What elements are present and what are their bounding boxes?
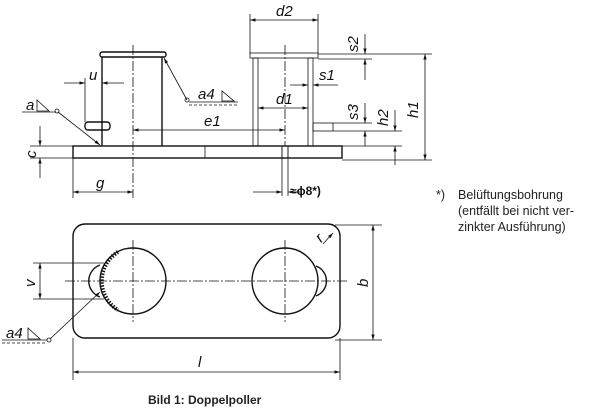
label-r: r [312, 230, 328, 246]
label-g: g [96, 175, 105, 192]
label-s1: s1 [319, 67, 335, 84]
label-d2: d2 [276, 3, 293, 20]
label-s3: s3 [345, 104, 362, 121]
label-d1: d1 [276, 91, 293, 108]
label-c: c [23, 150, 40, 158]
weld-seam [99, 250, 120, 312]
right-bollard-wall [307, 57, 314, 147]
right-bollard-cap [249, 52, 319, 59]
base-plate [72, 145, 343, 159]
label-phi8: ≈ϕ8*) [290, 184, 321, 198]
figure-caption: Bild 1: Doppelpoller [148, 393, 262, 407]
right-bollard-circle [251, 247, 319, 315]
left-bollard-knob [84, 121, 111, 131]
elevation-view: d2 s2 s1 d1 e1 s3 h2 h1 u [22, 3, 432, 198]
label-a: a [26, 97, 34, 114]
label-l: l [198, 354, 202, 371]
footnote-line-3: zinkter Ausführung) [458, 220, 566, 234]
label-h1: h1 [405, 101, 422, 118]
label-s2: s2 [345, 36, 362, 53]
base-plate-section-left [204, 145, 283, 159]
label-h2: h2 [375, 109, 392, 126]
label-u: u [89, 67, 98, 84]
left-bollard-circle [99, 247, 167, 315]
label-a4-top: a4 [198, 86, 215, 103]
s3-plate [312, 122, 334, 132]
label-a4-bottom: a4 [6, 325, 23, 342]
footnote-line-2: (entfällt bei nicht ver- [458, 204, 574, 218]
fillet-weld-icon [36, 99, 51, 112]
fillet-weld-icon [27, 327, 42, 340]
label-b: b [355, 279, 372, 287]
footnote-marker: *) [436, 188, 445, 202]
base-plate-section-right [287, 145, 343, 159]
footnote-line-1: Belüftungsbohrung [458, 188, 563, 202]
right-bollard-wall [252, 57, 259, 147]
fillet-weld-icon [221, 90, 236, 102]
right-knob [315, 265, 328, 297]
footnote: *) Belüftungsbohrung (entfällt bei nicht… [436, 188, 574, 234]
label-e1: e1 [204, 113, 221, 130]
label-v: v [22, 278, 39, 287]
plan-view: v b l r a4 [2, 223, 382, 380]
